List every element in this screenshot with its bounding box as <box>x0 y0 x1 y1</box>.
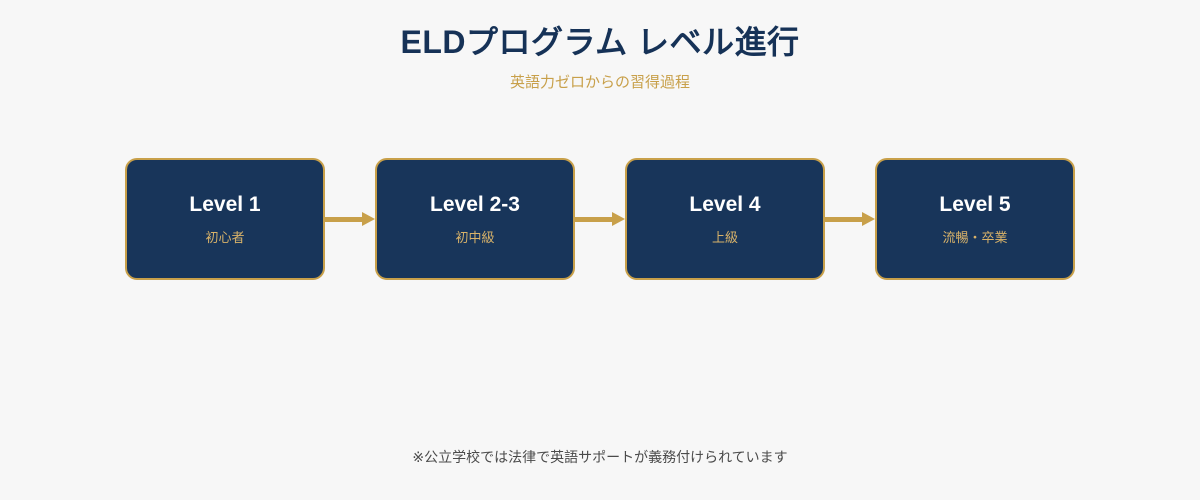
arrow-right-icon-1 <box>325 212 375 226</box>
arrow-shaft <box>325 217 363 222</box>
node-title: Level 2-3 <box>430 193 520 217</box>
node-title: Level 4 <box>689 193 761 217</box>
footnote: ※公立学校では法律で英語サポートが義務付けられています <box>412 449 788 465</box>
arrow-head <box>362 212 375 226</box>
arrow-right-icon-3 <box>825 212 875 226</box>
flow-node-level-1[interactable]: Level 1 初心者 <box>125 158 325 280</box>
header: ELDプログラム レベル進行 英語力ゼロからの習得過程 <box>0 0 1200 93</box>
arrow-shaft <box>825 217 863 222</box>
node-subtitle: 初中級 <box>455 230 495 246</box>
node-subtitle: 上級 <box>711 230 738 246</box>
node-subtitle: 初心者 <box>205 230 245 246</box>
arrow-head <box>612 212 625 226</box>
page-title: ELDプログラム レベル進行 <box>400 24 800 60</box>
arrow-shaft <box>575 217 613 222</box>
flow-node-level-4[interactable]: Level 4 上級 <box>625 158 825 280</box>
flow-node-level-5[interactable]: Level 5 流暢・卒業 <box>875 158 1075 280</box>
node-subtitle: 流暢・卒業 <box>942 230 1008 246</box>
flow-node-level-2-3[interactable]: Level 2-3 初中級 <box>375 158 575 280</box>
node-title: Level 1 <box>189 193 261 217</box>
arrow-head <box>862 212 875 226</box>
page-subtitle: 英語力ゼロからの習得過程 <box>509 74 690 91</box>
level-progression-flow: Level 1 初心者 Level 2-3 初中級 Level 4 上級 Lev… <box>0 158 1200 280</box>
node-title: Level 5 <box>939 193 1011 217</box>
arrow-right-icon-2 <box>575 212 625 226</box>
